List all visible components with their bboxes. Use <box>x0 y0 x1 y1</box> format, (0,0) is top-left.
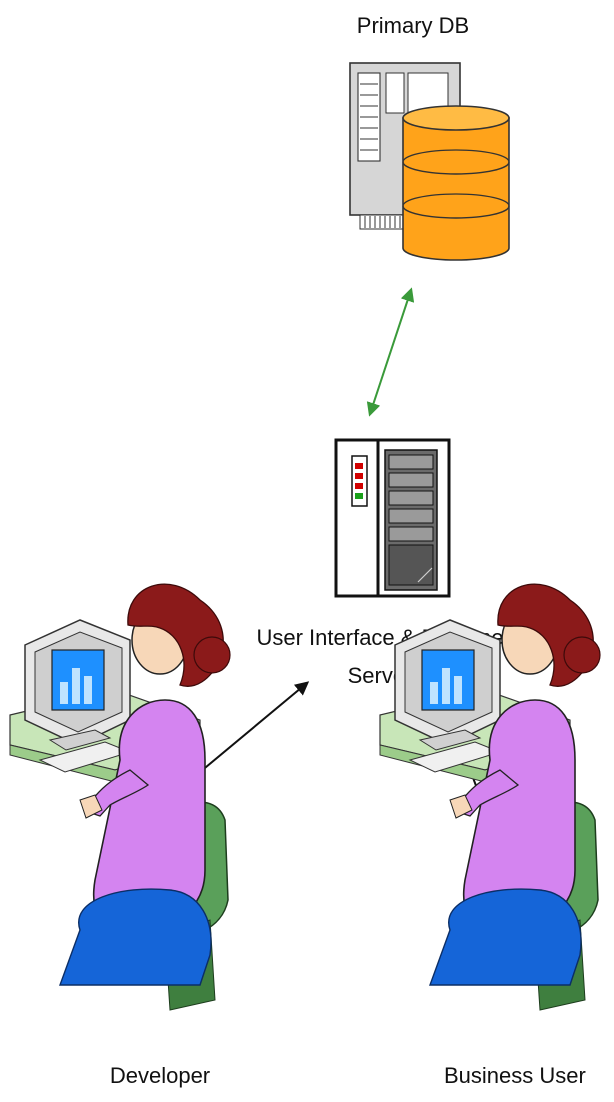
primary-db-label: Primary DB <box>356 13 470 38</box>
developer-label: Developer <box>109 1063 211 1088</box>
db-server-link <box>366 287 415 417</box>
server-tower-icon <box>334 438 451 598</box>
business-user-label: Business User <box>444 1063 586 1088</box>
developer-user-at-computer-icon <box>9 583 231 1011</box>
business-user-user-at-computer-icon <box>379 583 601 1011</box>
database-server-icon <box>349 62 510 261</box>
